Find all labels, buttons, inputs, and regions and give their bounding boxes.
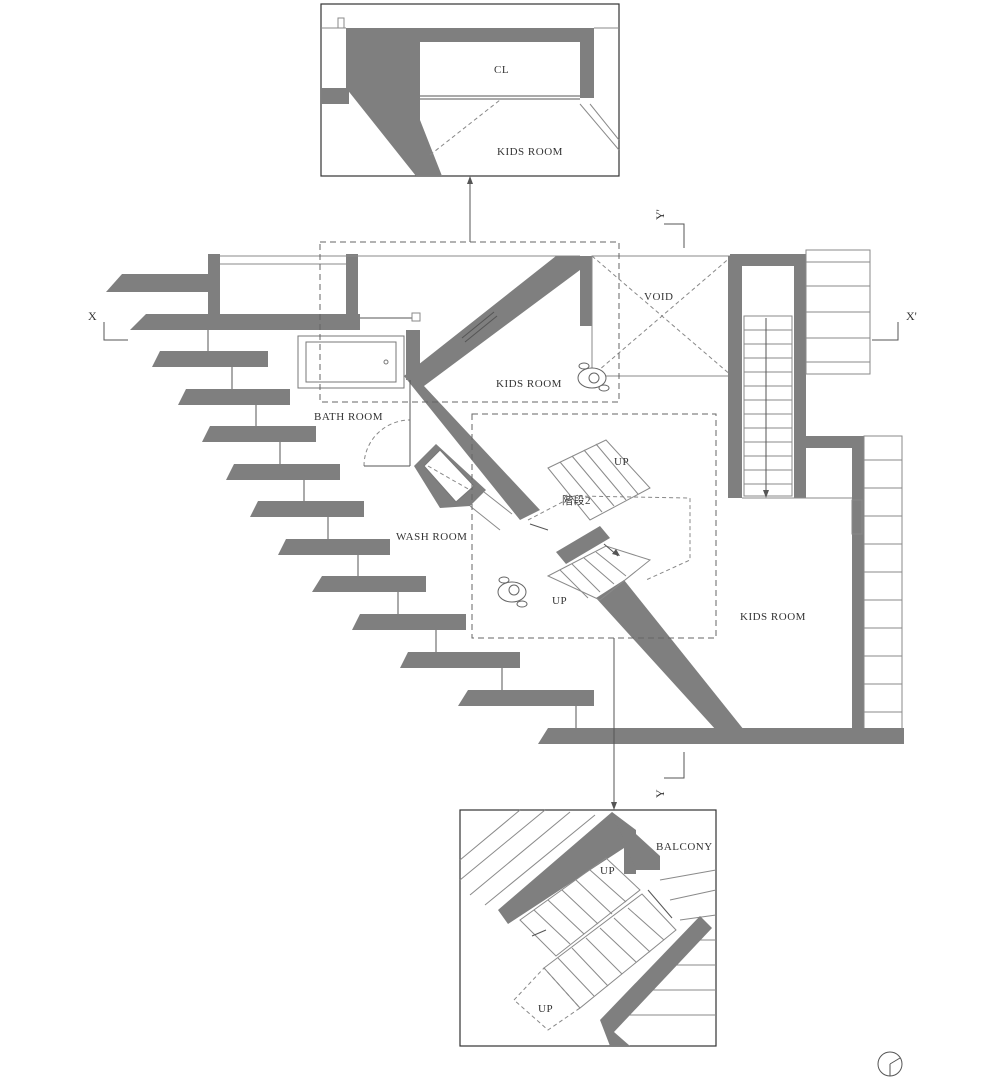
terrace-step bbox=[312, 576, 426, 592]
detail-top-fixture bbox=[337, 17, 345, 29]
wall-bath-vertical bbox=[406, 330, 420, 380]
wall-stair-left bbox=[728, 256, 742, 498]
terrace-steps bbox=[106, 274, 594, 728]
section-mark-y: Y bbox=[653, 752, 685, 798]
bathtub-drain bbox=[383, 359, 389, 365]
window-diagonal-2 bbox=[464, 315, 498, 343]
wall-upper-mid bbox=[346, 254, 358, 330]
detail-top: CL KIDS ROOM bbox=[320, 3, 620, 177]
north-symbol-icon bbox=[877, 1051, 903, 1077]
window-diagonal bbox=[461, 311, 495, 339]
wall-base bbox=[538, 728, 904, 744]
door-swing-bath bbox=[363, 419, 411, 467]
detail-top-door-swing bbox=[429, 99, 501, 156]
section-mark-y-prime: Y' bbox=[653, 209, 685, 248]
detail-bottom-wall-lower bbox=[600, 916, 712, 1046]
detail-bottom-flight-upper bbox=[519, 857, 641, 957]
straight-stair bbox=[743, 315, 793, 498]
shower-edge bbox=[469, 505, 501, 531]
label-stair: 階段2 bbox=[562, 493, 591, 507]
label-balcony: BALCONY bbox=[656, 841, 713, 853]
detail-top-wall-left bbox=[321, 88, 349, 104]
wall-stair-top bbox=[730, 254, 802, 266]
callout-arrowhead-bottom bbox=[611, 802, 617, 810]
detail-top-wall-diagonal bbox=[346, 28, 442, 176]
wall-lower-diagonal bbox=[596, 580, 744, 730]
detail-top-diag-line bbox=[579, 103, 620, 151]
label-kids-room-upper: KIDS ROOM bbox=[496, 378, 562, 390]
stair-outline bbox=[743, 315, 793, 497]
stair-arrowhead bbox=[763, 490, 769, 498]
label-up-detail-1: UP bbox=[600, 865, 615, 877]
wall-right-outer bbox=[852, 436, 864, 730]
terrace-step bbox=[178, 389, 290, 405]
wall-main-diagonal bbox=[404, 256, 580, 520]
terrace-step bbox=[202, 426, 316, 442]
detail-bottom-wall-upper bbox=[498, 812, 636, 924]
window-right bbox=[851, 499, 863, 535]
label-section-y: Y bbox=[653, 789, 667, 798]
label-section-x: X bbox=[88, 309, 97, 323]
stair-dashed-outline bbox=[527, 495, 691, 581]
stair-arrowhead-2 bbox=[612, 549, 620, 556]
detail-top-wall-right bbox=[580, 28, 594, 98]
terrace-step bbox=[106, 274, 208, 292]
void-cross-2 bbox=[591, 255, 733, 377]
label-up-upper: UP bbox=[614, 456, 629, 468]
wall-upper-left bbox=[208, 254, 220, 316]
label-section-y-prime: Y' bbox=[653, 209, 667, 220]
stair-arrow-3 bbox=[529, 523, 549, 531]
terrace-step bbox=[226, 464, 340, 480]
label-kids-room-right: KIDS ROOM bbox=[740, 611, 806, 623]
stair-flight-upper bbox=[547, 439, 651, 521]
label-bath-room: BATH ROOM bbox=[314, 411, 383, 423]
terrace-step bbox=[400, 652, 520, 668]
terrace-step bbox=[458, 690, 594, 706]
label-section-x-prime: X' bbox=[906, 309, 917, 323]
detail-top-wall-top bbox=[418, 28, 594, 42]
main-plan: VOID bbox=[88, 209, 917, 798]
shower-diagonal bbox=[427, 465, 471, 491]
person-icon-upper bbox=[577, 362, 610, 392]
terrace-step bbox=[152, 351, 268, 367]
label-cl: CL bbox=[494, 64, 509, 76]
terrace-step bbox=[130, 314, 360, 330]
section-mark-x: X bbox=[88, 309, 128, 341]
detail-top-diag-line-2 bbox=[589, 103, 620, 141]
label-void: VOID bbox=[644, 291, 674, 303]
section-mark-x-prime: X' bbox=[872, 309, 917, 341]
wall-stair-right bbox=[794, 254, 806, 498]
wall-kids-partition bbox=[580, 256, 592, 326]
bathtub-inner bbox=[305, 341, 397, 383]
terrace-step bbox=[250, 501, 364, 517]
shower-box bbox=[423, 449, 475, 503]
u-stair bbox=[527, 439, 691, 601]
wall-right-upper bbox=[794, 436, 864, 448]
detail-bottom-landing-dashed bbox=[513, 967, 581, 1031]
stair-center-wall bbox=[556, 526, 610, 564]
shower-edge-2 bbox=[483, 491, 513, 515]
label-wash-room: WASH ROOM bbox=[396, 531, 467, 543]
detail-bottom-rail bbox=[647, 889, 673, 919]
detail-bottom: BALCONY UP UP bbox=[459, 809, 717, 1047]
callout-arrowhead-top bbox=[467, 176, 473, 184]
label-up-lower: UP bbox=[552, 595, 567, 607]
window-fixture bbox=[411, 312, 421, 322]
detail-bottom-arrow bbox=[531, 929, 547, 937]
detail-bottom-wall-corner bbox=[612, 812, 660, 870]
terrace-step bbox=[352, 614, 466, 630]
label-up-detail-2: UP bbox=[538, 1003, 553, 1015]
terrace-step bbox=[278, 539, 390, 555]
callout-box-stair bbox=[471, 413, 717, 639]
person-icon-lower bbox=[497, 576, 528, 608]
label-kids-room-detail: KIDS ROOM bbox=[497, 146, 563, 158]
